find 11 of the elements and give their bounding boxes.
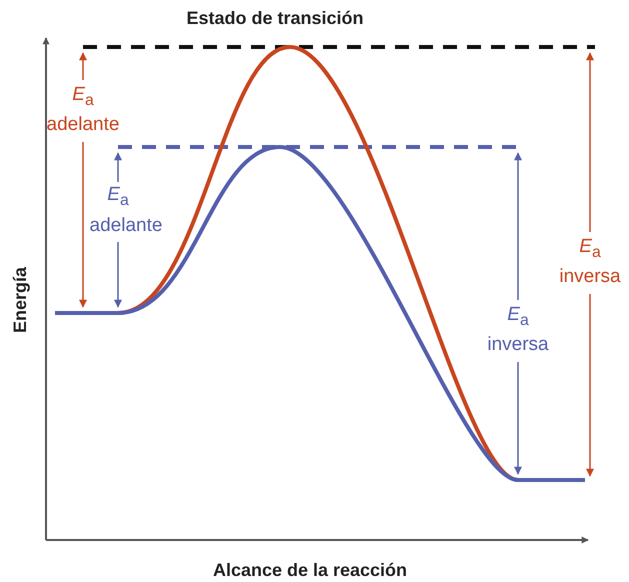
axis-label: Alcance de la reacción	[212, 559, 408, 581]
axis-label: Energía	[9, 266, 31, 334]
annotation-label: E$_{a}$	[107, 184, 129, 211]
annotation-label: adelante	[90, 215, 162, 237]
annotation-label: adelante	[46, 114, 120, 136]
annotation-label: inversa	[487, 334, 549, 356]
title: Estado de transición	[186, 7, 364, 29]
annotation-label: E$_{a}$	[72, 84, 94, 111]
annotation-label: E$_{a}$	[579, 236, 601, 263]
annotation-label: E$_{a}$	[507, 304, 529, 331]
annotation-label: inversa	[559, 266, 621, 288]
